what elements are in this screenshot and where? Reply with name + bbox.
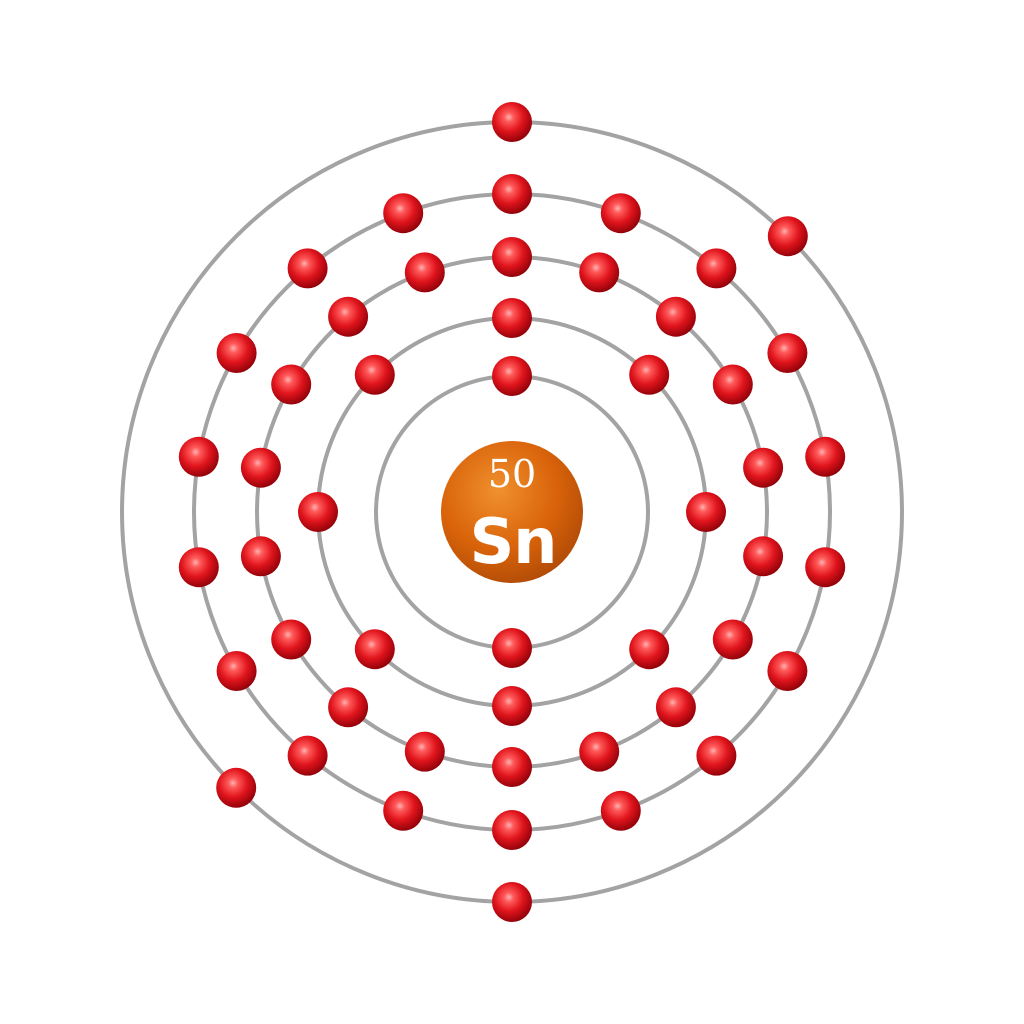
electron-shell4-7 [767,651,808,691]
nucleus-sphere [441,441,583,583]
electron-shell5-3 [492,882,532,922]
electron-shell4-11 [383,790,424,831]
electron-shell3-15 [240,447,281,488]
electron-shell4-12 [287,735,328,776]
electron-shell4-17 [287,248,328,289]
electron-shell3-4 [712,364,753,405]
electron-shell4-13 [216,651,257,691]
electron-shell3-18 [404,252,445,293]
electron-shell3-5 [743,447,784,488]
electron-shell4-10 [492,810,532,850]
electron-shell2-7 [298,492,338,532]
electron-shell4-3 [696,248,737,289]
electron-shell3-7 [712,619,753,660]
electron-shell2-1 [492,298,532,338]
electron-shell3-6 [743,536,784,577]
electron-shell2-8 [354,354,395,395]
electron-shell4-9 [600,790,641,831]
electron-shell5-1 [492,102,532,142]
electron-shell4-14 [178,547,219,588]
electron-shell2-4 [629,629,670,670]
atomic-number: 50 [488,452,536,496]
electron-shell3-13 [271,619,312,660]
electron-shell3-9 [579,731,620,772]
electron-shell3-10 [492,747,532,787]
electron-shell3-2 [579,252,620,293]
electron-shell3-16 [271,364,312,405]
electron-shell1-2 [492,628,532,668]
electron-shell2-3 [686,492,726,532]
electron-shell3-12 [328,687,369,728]
electron-shell4-1 [492,174,532,214]
electron-shell4-15 [178,436,219,477]
electrons [178,102,846,922]
electron-shell4-6 [805,547,846,588]
electron-shell4-2 [600,193,641,234]
electron-shell2-6 [354,629,395,670]
electron-shell2-2 [629,354,670,395]
electron-shell3-17 [328,296,369,337]
electron-shell3-14 [240,536,281,577]
electron-shell3-3 [655,296,696,337]
electron-shell4-8 [696,735,737,776]
electron-shell3-8 [655,687,696,728]
electron-shell3-11 [404,731,445,772]
element-symbol: Sn [470,505,557,578]
electron-shell5-4 [216,767,257,808]
electron-shell4-16 [216,333,257,373]
electron-shell5-2 [767,216,808,257]
nucleus: 50 Sn [441,441,583,583]
electron-shell4-18 [383,193,424,234]
electron-shell2-5 [492,686,532,726]
electron-shell1-1 [492,356,532,396]
electron-shell3-1 [492,237,532,277]
electron-shell4-5 [805,436,846,477]
electron-shell4-4 [767,333,808,373]
